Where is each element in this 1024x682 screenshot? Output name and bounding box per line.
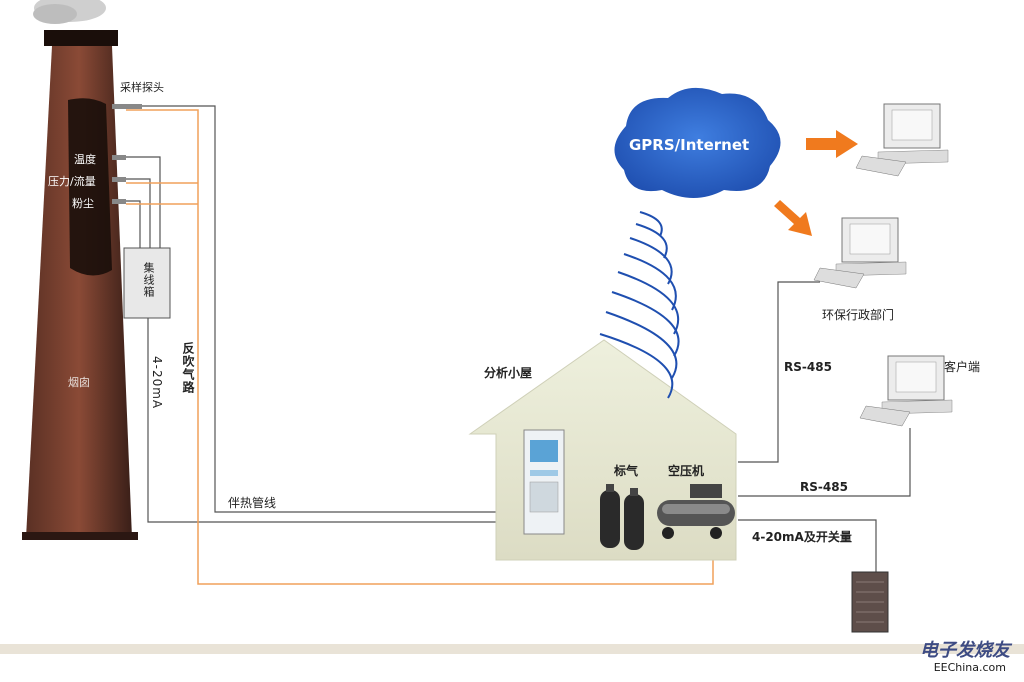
- label-current-signal: 4-20mA: [150, 356, 164, 410]
- label-heated-line: 伴热管线: [228, 496, 277, 510]
- computer-client: [859, 355, 953, 427]
- label-analysis-house: 分析小屋: [484, 366, 533, 380]
- label-network-cloud: GPRS/Internet: [629, 136, 750, 154]
- sensor-probes: [112, 104, 142, 204]
- label-epa-department: 环保行政部门: [822, 308, 895, 322]
- label-back-blow-path: 反吹气路: [181, 342, 195, 394]
- wireless-signal-waves: [599, 211, 680, 399]
- computer-epa: [813, 217, 907, 289]
- field-io-device: [851, 571, 889, 633]
- data-arrows: [774, 130, 858, 236]
- label-io-signal: 4-20mA及开关量: [752, 530, 852, 544]
- junction-box: [123, 247, 171, 319]
- label-chimney: 烟囱: [68, 376, 90, 389]
- chimney: [22, 30, 138, 540]
- label-pressure-flow: 压力/流量: [48, 175, 96, 188]
- smoke-plume: [33, 0, 106, 24]
- label-sampling-probe: 采样探头: [120, 81, 164, 94]
- label-dust: 粉尘: [72, 197, 94, 210]
- gprs-internet-cloud: [614, 87, 781, 198]
- standard-gas-cylinders: [600, 484, 644, 550]
- ground-band: [0, 644, 1024, 654]
- watermark-chinese: 电子发烧友: [920, 640, 1010, 661]
- signal-wires: [126, 105, 508, 523]
- watermark-latin: EEChina.com: [933, 661, 1006, 674]
- label-client: 客户端: [944, 360, 981, 374]
- computer-top: [855, 103, 949, 177]
- label-junction-box: 集线箱: [142, 262, 155, 298]
- heated-lines: [126, 109, 714, 585]
- label-standard-gas: 标气: [614, 464, 639, 478]
- label-temperature: 温度: [74, 153, 96, 166]
- label-rs485-top: RS-485: [784, 360, 832, 374]
- air-compressor: [657, 484, 735, 539]
- analyzer-cabinet: [523, 429, 565, 535]
- watermark: 电子发烧友 EEChina.com: [870, 634, 1010, 680]
- label-air-compressor: 空压机: [668, 464, 705, 478]
- communication-lines: [738, 281, 911, 572]
- label-rs485-bottom: RS-485: [800, 480, 848, 494]
